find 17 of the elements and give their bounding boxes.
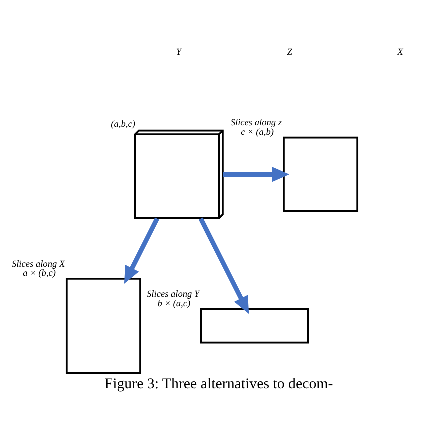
arrow	[124, 218, 160, 284]
label: Z	[287, 48, 292, 58]
label: Y	[176, 48, 182, 58]
node-label: Slices along z	[230, 118, 282, 129]
node-label: a × (b,c)	[23, 269, 56, 280]
node-box	[66, 278, 142, 374]
node-label: (a,b,c)	[111, 120, 136, 130]
node-label: b × (a,c)	[158, 299, 191, 310]
arrow	[223, 166, 290, 182]
arrow	[198, 218, 250, 314]
node-box	[283, 136, 359, 212]
node-label: c × (a,b)	[241, 128, 274, 138]
node-label: Slices along Y	[147, 290, 200, 300]
label: X	[398, 48, 404, 58]
node-label: Slices along X	[12, 260, 66, 270]
caption: Figure 3: Three alternatives to decom-	[104, 376, 334, 393]
node-box	[200, 308, 310, 344]
